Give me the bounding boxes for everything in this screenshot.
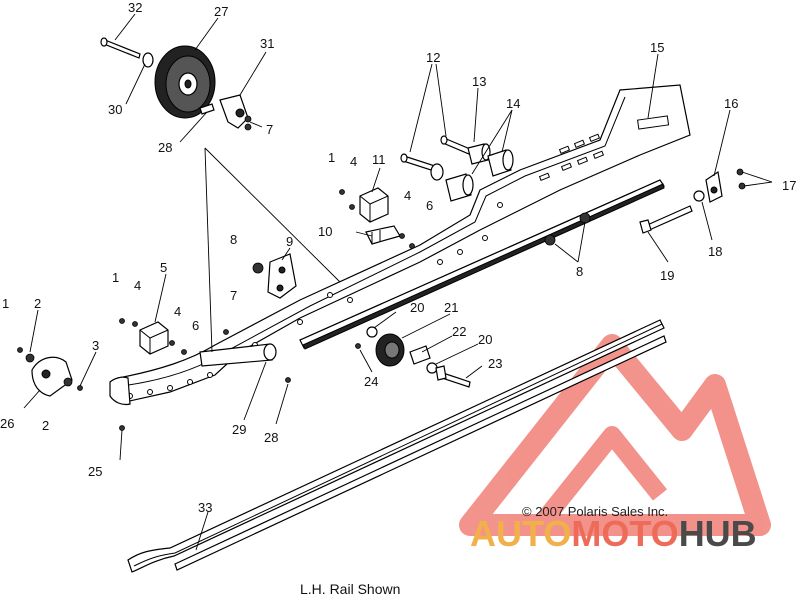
callout-17: 17 bbox=[782, 178, 796, 193]
callout-21: 21 bbox=[444, 300, 458, 315]
callout-22: 22 bbox=[452, 324, 466, 339]
callout-4: 4 bbox=[174, 304, 181, 319]
watermark-logo bbox=[459, 334, 771, 536]
callout-23: 23 bbox=[488, 356, 502, 371]
rear-bolt bbox=[639, 205, 693, 234]
copyright-text: © 2007 Polaris Sales Inc. bbox=[522, 504, 668, 519]
shaft-29 bbox=[199, 343, 277, 367]
callout-5: 5 bbox=[160, 260, 167, 275]
block-11 bbox=[359, 187, 389, 223]
watermark-auto: AUTO bbox=[470, 513, 571, 554]
watermark-text: AUTOMOTOHUB bbox=[470, 513, 757, 554]
idler-wheel bbox=[154, 45, 216, 119]
callout-9: 9 bbox=[286, 234, 293, 249]
callout-19: 19 bbox=[660, 268, 674, 283]
callout-4: 4 bbox=[404, 188, 411, 203]
callout-32: 32 bbox=[128, 0, 142, 15]
callout-8: 8 bbox=[230, 232, 237, 247]
callout-30: 30 bbox=[108, 102, 122, 117]
callout-27: 27 bbox=[214, 4, 228, 19]
end-cap-26 bbox=[31, 356, 73, 397]
callout-12: 12 bbox=[426, 50, 440, 65]
watermark-hub: HUB bbox=[679, 513, 757, 554]
leader-lines bbox=[23, 13, 773, 551]
callout-25: 25 bbox=[88, 464, 102, 479]
callouts: 32 27 31 30 28 7 12 13 14 15 16 17 1 4 1… bbox=[0, 0, 796, 515]
callout-7: 7 bbox=[230, 288, 237, 303]
callout-7: 7 bbox=[266, 122, 273, 137]
diagram-caption: L.H. Rail Shown bbox=[300, 581, 400, 597]
nut-18 bbox=[693, 190, 705, 202]
callout-28: 28 bbox=[264, 430, 278, 445]
callout-20: 20 bbox=[478, 332, 492, 347]
callout-4: 4 bbox=[134, 278, 141, 293]
callout-1: 1 bbox=[112, 270, 119, 285]
callout-2: 2 bbox=[42, 418, 49, 433]
callout-29: 29 bbox=[232, 422, 246, 437]
callout-8: 8 bbox=[576, 264, 583, 279]
bushings bbox=[445, 143, 514, 202]
wear-strip bbox=[127, 319, 667, 573]
callout-1: 1 bbox=[2, 296, 9, 311]
axle-bolt bbox=[100, 37, 154, 68]
watermark-moto: MOTO bbox=[571, 513, 678, 554]
block-5 bbox=[139, 321, 169, 355]
callout-2: 2 bbox=[34, 296, 41, 311]
callout-16: 16 bbox=[724, 96, 738, 111]
callout-18: 18 bbox=[708, 244, 722, 259]
idler-set bbox=[366, 326, 471, 388]
callout-14: 14 bbox=[506, 96, 520, 111]
wheel-bracket bbox=[199, 94, 249, 129]
callout-11: 11 bbox=[372, 152, 386, 167]
callout-6: 6 bbox=[192, 318, 199, 333]
callout-24: 24 bbox=[364, 374, 378, 389]
callout-20: 20 bbox=[410, 300, 424, 315]
callout-6: 6 bbox=[426, 198, 433, 213]
rail-assembly bbox=[109, 84, 691, 406]
callout-10: 10 bbox=[318, 224, 332, 239]
callout-26: 26 bbox=[0, 416, 14, 431]
bracket-16 bbox=[705, 170, 723, 203]
callout-28: 28 bbox=[158, 140, 172, 155]
callout-33: 33 bbox=[198, 500, 212, 515]
callout-15: 15 bbox=[650, 40, 664, 55]
block-10 bbox=[365, 225, 401, 245]
callout-3: 3 bbox=[92, 338, 99, 353]
plate-9 bbox=[267, 253, 297, 299]
callout-4: 4 bbox=[350, 154, 357, 169]
callout-31: 31 bbox=[260, 36, 274, 51]
upper-bolts bbox=[400, 135, 471, 181]
callout-13: 13 bbox=[472, 74, 486, 89]
callout-1: 1 bbox=[328, 150, 335, 165]
